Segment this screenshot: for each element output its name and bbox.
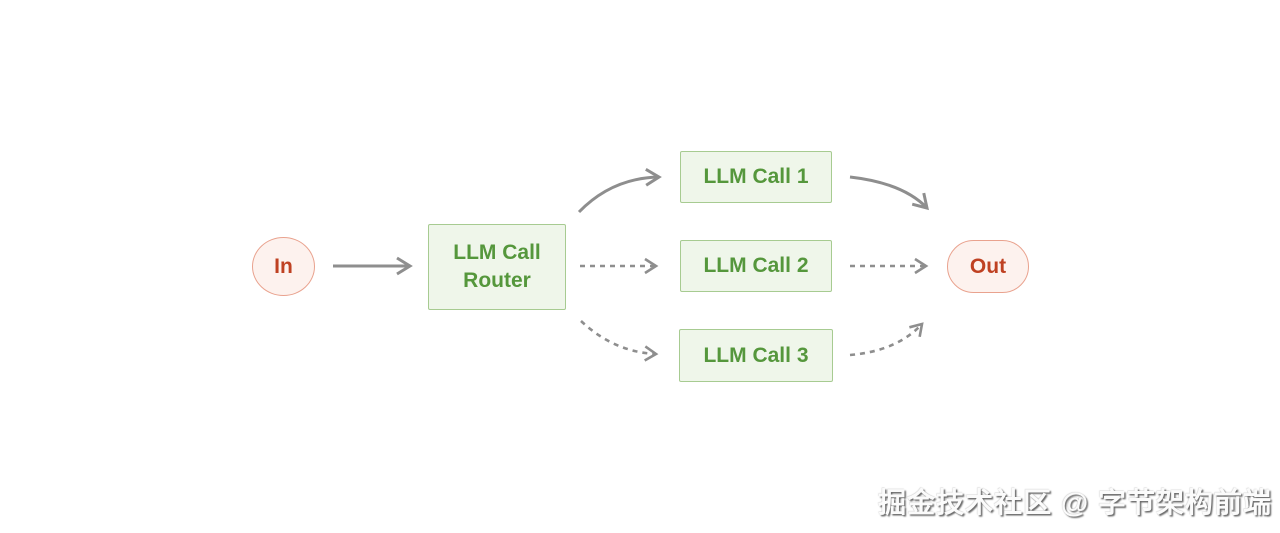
- node-in: In: [252, 237, 315, 296]
- node-out-label: Out: [969, 254, 1007, 278]
- node-llm-call-router: LLM Call Router: [428, 224, 566, 310]
- edge-router-to-call1: [577, 167, 662, 214]
- watermark-text: 掘金技术社区 @ 字节架构前端: [878, 487, 1272, 518]
- node-llm-call-2: LLM Call 2: [680, 240, 832, 292]
- node-out: Out: [947, 240, 1029, 293]
- node-llm-call-2-label: LLM Call 2: [703, 254, 809, 277]
- node-in-label: In: [274, 254, 293, 278]
- node-llm-call-1: LLM Call 1: [680, 151, 832, 203]
- edge-call1-to-out: [849, 175, 929, 211]
- edge-router-to-call3: [580, 320, 659, 362]
- node-llm-call-router-label: LLM Call Router: [453, 241, 541, 292]
- node-llm-call-1-label: LLM Call 1: [703, 165, 809, 188]
- edge-call3-to-out: [849, 322, 924, 357]
- node-llm-call-3: LLM Call 3: [679, 329, 833, 382]
- node-llm-call-3-label: LLM Call 3: [703, 343, 809, 367]
